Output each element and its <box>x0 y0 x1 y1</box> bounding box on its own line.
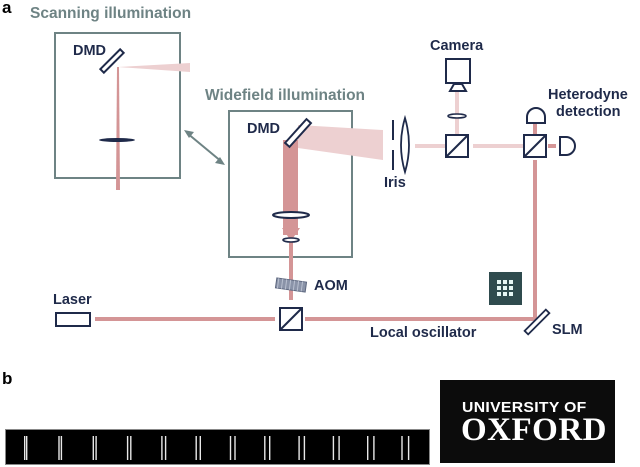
slm-label: SLM <box>552 322 583 338</box>
slm-pattern-thumbnail <box>489 272 522 305</box>
line-pair-pattern <box>24 436 410 460</box>
pattern-line <box>234 436 236 460</box>
aom-crystal <box>274 277 308 293</box>
pattern-line <box>95 436 97 460</box>
pattern-line <box>407 436 410 460</box>
pattern-line <box>164 436 167 460</box>
pattern-line <box>303 436 306 460</box>
scanning-vertical-beam <box>116 67 120 190</box>
line-pair-pattern-strip <box>5 429 430 465</box>
camera-beam <box>455 92 459 134</box>
pattern-line <box>195 436 197 460</box>
pattern-line <box>126 436 129 460</box>
pattern-line <box>338 436 340 460</box>
widefield-dmd-mirror <box>283 117 313 149</box>
pattern-line <box>92 436 94 460</box>
beamsplitter-camera <box>445 134 469 158</box>
pattern-line <box>24 436 26 460</box>
detection-beam-segment-1 <box>415 144 445 148</box>
scanning-reflected-beam <box>118 63 190 72</box>
local-oscillator-horizontal-beam <box>305 317 537 321</box>
camera-label: Camera <box>430 38 484 54</box>
pattern-line <box>298 436 300 460</box>
pattern-line <box>26 436 28 460</box>
detector-beam-up <box>533 124 537 134</box>
pattern-line <box>229 436 232 460</box>
local-oscillator-label: Local oscillator <box>370 325 477 341</box>
widefield-lens-2 <box>282 237 300 243</box>
pattern-line <box>367 436 369 460</box>
beamsplitter-main <box>279 307 303 331</box>
iris-label: Iris <box>384 175 406 191</box>
widefield-focus-cone <box>282 228 300 241</box>
heterodyne-detection-label-line1: Heterodyne <box>548 87 628 103</box>
logo-line-2: OXFORD <box>461 412 607 448</box>
aom-label: AOM <box>314 278 348 294</box>
panel-label-a: a <box>2 0 12 17</box>
beamsplitter-heterodyne <box>523 134 547 158</box>
panel-label-b: b <box>2 369 13 388</box>
heterodyne-detection-label-line2: detection <box>556 104 621 120</box>
scanning-lens <box>99 138 135 142</box>
pattern-line <box>332 436 335 460</box>
pattern-line <box>373 436 375 460</box>
scanning-illumination-label: Scanning illumination <box>30 5 192 22</box>
pattern-line <box>401 436 403 460</box>
widefield-lens-1 <box>272 211 310 219</box>
pattern-line <box>264 436 266 460</box>
detector-beam-right <box>548 144 556 148</box>
widefield-beam-stem <box>289 240 293 300</box>
pattern-line <box>269 436 271 460</box>
pattern-line <box>199 436 201 460</box>
logo-line-1: UNIVERSITY OF <box>462 399 587 416</box>
camera-icon <box>445 58 471 92</box>
pattern-line <box>60 436 63 460</box>
detection-beam-segment-2 <box>473 144 523 148</box>
laser-label: Laser <box>53 292 92 308</box>
switch-arrow-icon <box>184 130 225 165</box>
widefield-illumination-label: Widefield illumination <box>205 87 366 104</box>
dmd-widefield-label: DMD <box>247 121 281 137</box>
laser-icon <box>55 312 91 327</box>
dmd-scanning-label: DMD <box>73 43 107 59</box>
pattern-line <box>130 436 132 460</box>
relay-lens <box>400 114 410 176</box>
pattern-line <box>161 436 163 460</box>
university-of-oxford-logo: UNIVERSITY OF OXFORD <box>440 380 615 463</box>
widefield-reflected-beam <box>298 125 383 160</box>
photodetector-top-icon <box>526 107 546 124</box>
laser-beam <box>95 317 275 321</box>
slm-mirror <box>523 308 551 336</box>
local-oscillator-vertical-beam <box>533 160 537 318</box>
pattern-line <box>58 436 60 460</box>
camera-lens <box>447 113 467 119</box>
photodetector-right-icon <box>559 136 576 156</box>
widefield-vertical-beam <box>283 140 298 235</box>
scanning-dmd-mirror <box>98 47 126 75</box>
